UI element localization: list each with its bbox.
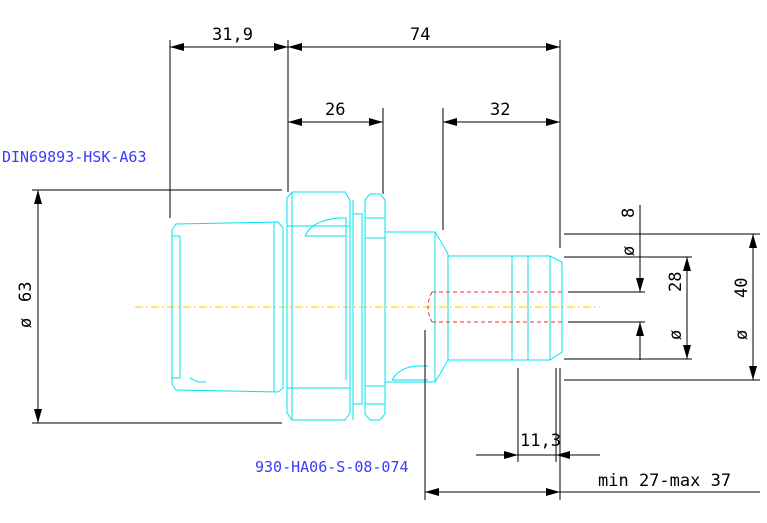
dimension-40-line xyxy=(749,234,757,380)
dim-40-text: 40 xyxy=(732,278,752,298)
nose-outline xyxy=(385,231,563,383)
interface-standard-label: DIN69893-HSK-A63 xyxy=(2,148,147,166)
dimension-31-9-line xyxy=(170,43,288,51)
holder-code-label: 930-HA06-S-08-074 xyxy=(255,458,409,476)
dimension-74-line xyxy=(288,43,560,51)
dim-63-text: 63 xyxy=(16,282,36,302)
extension-lines xyxy=(32,40,760,500)
dim-28-symbol: ø xyxy=(666,330,686,340)
dim-8-text: 8 xyxy=(619,208,639,218)
dim-26-text: 26 xyxy=(325,100,345,120)
dim-74-text: 74 xyxy=(410,25,430,45)
bore-hidden-line xyxy=(427,291,565,323)
flange-outline xyxy=(286,191,386,421)
dimension-28-line xyxy=(683,257,691,359)
dim-31-9-text: 31,9 xyxy=(212,25,253,45)
dim-28-text: 28 xyxy=(666,272,686,292)
dim-clamp-range-text: min 27-max 37 xyxy=(598,471,731,491)
dimension-63-line xyxy=(34,190,42,423)
dimension-clamp-range-line xyxy=(425,488,760,496)
dimension-26-line xyxy=(288,118,383,126)
dimension-32-line xyxy=(443,118,560,126)
dimension-11-3-line xyxy=(476,451,600,459)
dimension-8-line xyxy=(636,205,644,360)
dim-8-symbol: ø xyxy=(619,246,639,256)
dim-40-symbol: ø xyxy=(732,330,752,340)
dim-63-symbol: ø xyxy=(16,318,36,328)
hsk-shank-outline xyxy=(171,221,284,393)
dim-32-text: 32 xyxy=(490,100,510,120)
dim-11-3-text: 11,3 xyxy=(520,431,561,451)
